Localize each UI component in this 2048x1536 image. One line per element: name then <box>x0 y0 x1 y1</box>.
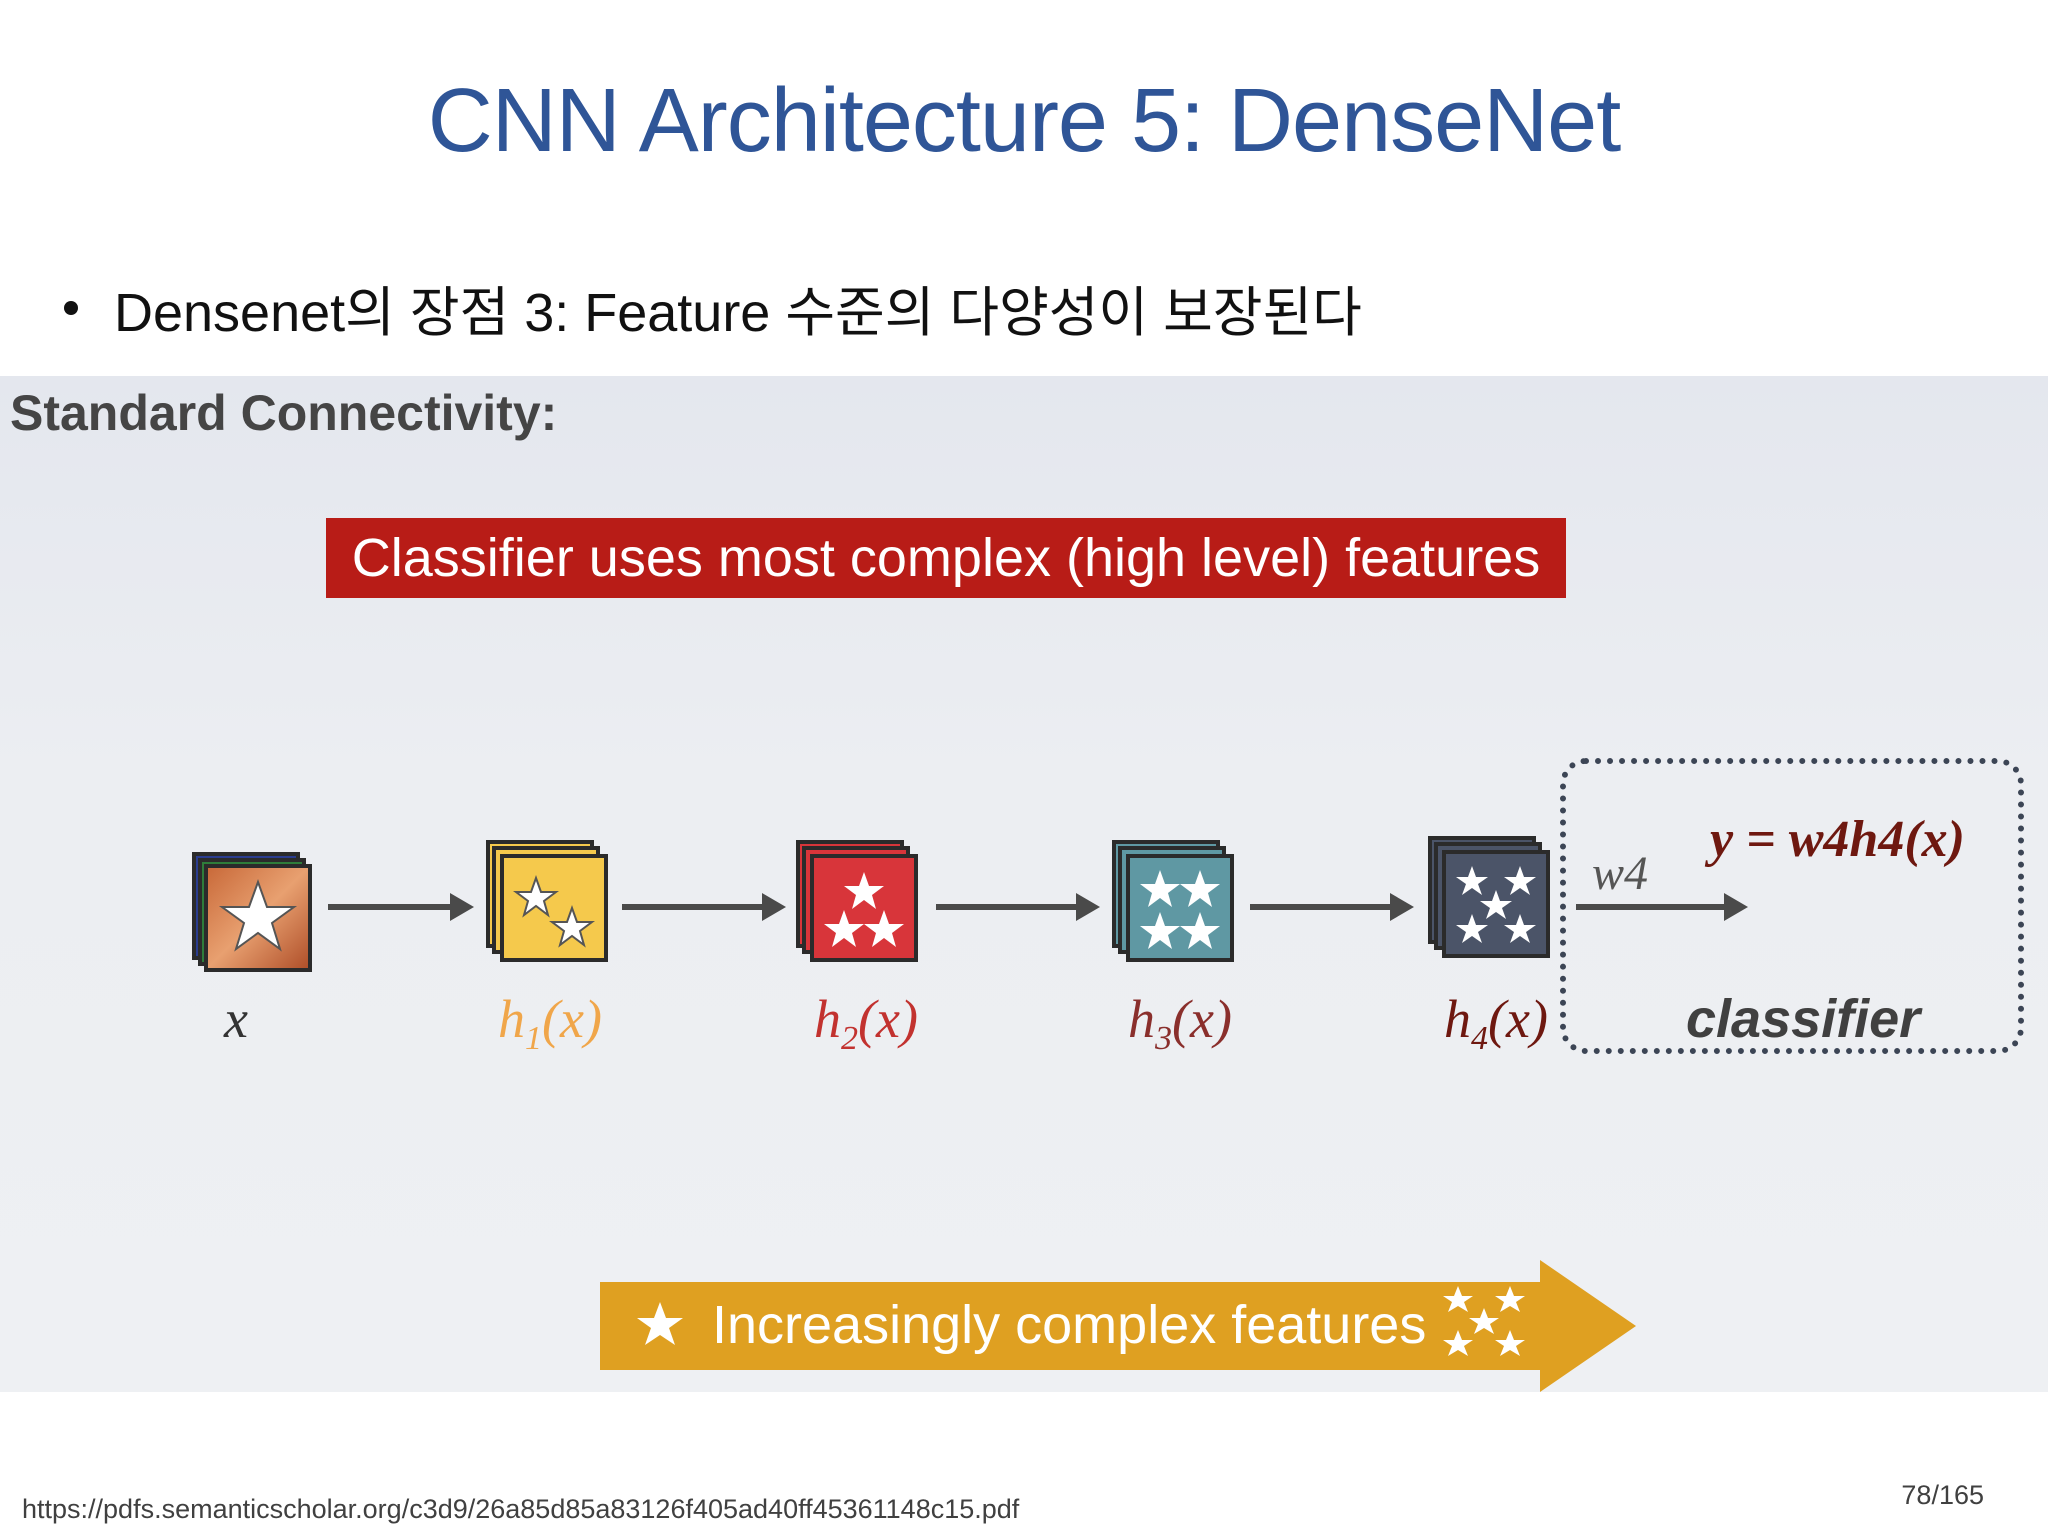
arrow-icon <box>622 893 786 921</box>
label-x: x <box>224 989 248 1049</box>
label-h4: h4(x) <box>1444 989 1548 1057</box>
star-icon <box>824 872 904 947</box>
classifier-banner: Classifier uses most complex (high level… <box>326 518 1566 598</box>
input-feature-map-icon <box>192 852 312 972</box>
complexity-arrow-icon <box>600 1260 1636 1392</box>
weight-label: w4 <box>1592 847 1649 900</box>
label-h1: h1(x) <box>498 989 602 1057</box>
arrow-icon <box>1250 893 1414 921</box>
classifier-label: classifier <box>1686 989 1921 1049</box>
page-number: 78/165 <box>1901 1480 1984 1510</box>
star-icon <box>218 879 298 952</box>
h3-feature-map-icon <box>1112 840 1236 964</box>
figure-heading: Standard Connectivity: <box>10 385 558 441</box>
h1-feature-map-icon <box>486 840 610 964</box>
star-icon <box>513 875 595 948</box>
source-link[interactable]: https://pdfs.semanticscholar.org/c3d9/26… <box>22 1494 1020 1524</box>
star-icon <box>1140 870 1220 949</box>
star-icon <box>1456 866 1536 943</box>
h4-feature-map-icon <box>1428 836 1552 960</box>
arrow-icon <box>328 893 474 921</box>
densenet-figure: Standard Connectivity: Classifier uses m… <box>0 376 2048 1392</box>
classifier-box <box>1560 758 2024 1054</box>
h2-feature-map-icon <box>796 840 920 964</box>
label-h3: h3(x) <box>1128 989 1232 1057</box>
slide-title: CNN Architecture 5: DenseNet <box>427 71 1622 171</box>
bullet-dot-icon <box>64 300 78 315</box>
bullet-text: Densenet의 장점 3: Feature 수준의 다양성이 보장된다 <box>114 283 1362 343</box>
complexity-arrow-label: Increasingly complex features <box>712 1295 1427 1355</box>
classifier-equation: y = w4h4(x) <box>1710 811 1965 868</box>
arrow-icon <box>936 893 1100 921</box>
label-h2: h2(x) <box>814 989 918 1057</box>
arrow-icon <box>1576 893 1748 921</box>
bullet-item: Densenet의 장점 3: Feature 수준의 다양성이 보장된다 <box>64 268 1362 347</box>
